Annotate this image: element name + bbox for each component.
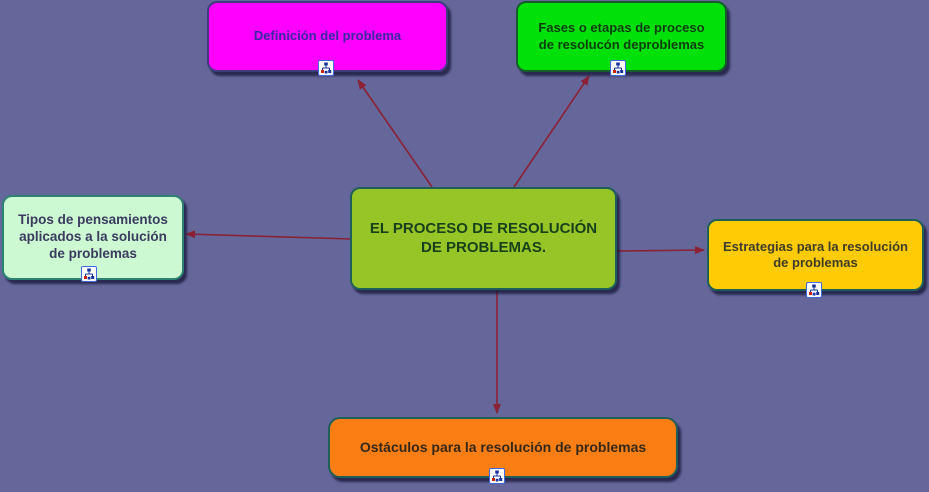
resource-link-icon[interactable]: [318, 60, 334, 76]
concept-node-central[interactable]: EL PROCESO DE RESOLUCIÓN DE PROBLEMAS.: [350, 187, 617, 290]
concept-label: EL PROCESO DE RESOLUCIÓN DE PROBLEMAS.: [369, 219, 598, 256]
concept-label: Definición del problema: [253, 28, 402, 44]
connector-central-fases: [513, 75, 590, 188]
connector-central-estrategias: [615, 246, 705, 255]
concept-label: Estrategias para la resolución de proble…: [723, 238, 908, 270]
concept-label: Tipos de pensamientos aplicados a la sol…: [18, 212, 168, 261]
concept-node-ostaculos[interactable]: Ostáculos para la resolución de problema…: [328, 417, 678, 478]
concept-node-definicion[interactable]: Definición del problema: [207, 1, 448, 72]
resource-link-icon[interactable]: [806, 282, 822, 298]
concept-node-estrategias[interactable]: Estrategias para la resolución de proble…: [707, 219, 924, 291]
resource-link-icon[interactable]: [81, 266, 97, 282]
concept-label: Ostáculos para la resolución de problema…: [359, 438, 647, 455]
resource-link-icon[interactable]: [610, 60, 626, 76]
connector-central-definicion: [357, 79, 433, 188]
concept-label: Fases o etapas de proceso de resolucón d…: [538, 20, 705, 52]
concept-node-tipos[interactable]: Tipos de pensamientos aplicados a la sol…: [2, 195, 184, 280]
connector-central-tipos: [185, 230, 353, 240]
resource-link-icon[interactable]: [489, 468, 505, 484]
